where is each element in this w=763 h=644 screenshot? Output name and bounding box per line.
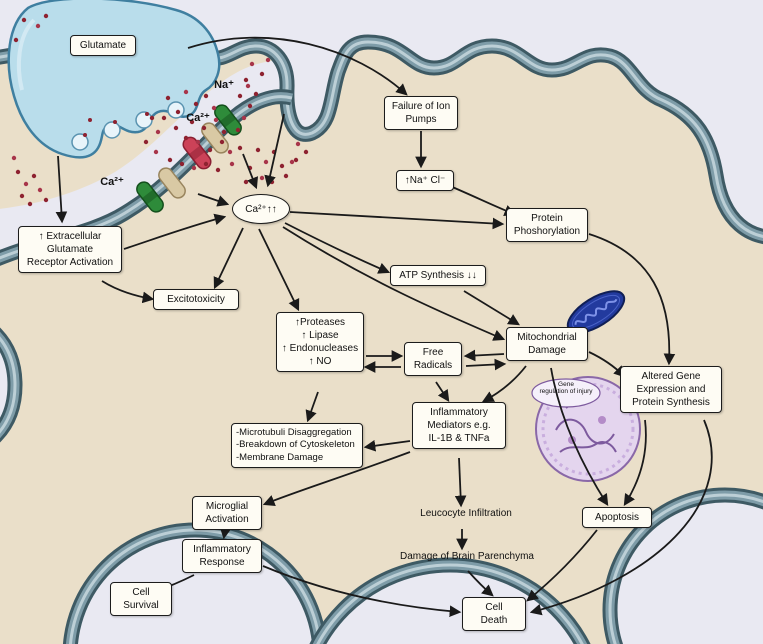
microtubuli-damage-node: -Microtubuli Disaggregation -Breakdown o… bbox=[231, 423, 363, 469]
cell-survival-node: Cell Survival bbox=[110, 582, 172, 616]
atp-synthesis-node: ATP Synthesis ↓↓ bbox=[390, 265, 486, 286]
vesicle-icon bbox=[103, 121, 121, 139]
proteases-node: ↑Proteases ↑ Lipase ↑ Endonucleases ↑ NO bbox=[276, 312, 364, 372]
vesicle-icon bbox=[135, 111, 153, 129]
ca-ion-label-1: Ca²⁺ bbox=[186, 112, 210, 124]
na-ion-label: Na⁺ bbox=[214, 79, 234, 91]
glutamate-dots bbox=[11, 13, 309, 207]
ion-channel-icon bbox=[158, 167, 186, 199]
nucleus-icon bbox=[531, 376, 641, 482]
nmda-receptor-icon bbox=[136, 181, 164, 213]
cell-death-node: Cell Death bbox=[462, 597, 526, 631]
ca-ion-label-2: Ca²⁺ bbox=[100, 176, 124, 188]
calcium-increase-node: Ca²⁺↑↑ bbox=[232, 194, 290, 224]
damage-parenchyma-label: Damage of Brain Parenchyma bbox=[400, 551, 534, 562]
inflammatory-response-node: Inflammatory Response bbox=[182, 539, 262, 573]
protein-phosphorylation-node: Protein Phoshorylation bbox=[506, 208, 588, 242]
ion-channel-icon bbox=[201, 122, 229, 154]
vesicle-icon bbox=[71, 133, 89, 151]
inflammatory-mediators-node: Inflammatory Mediators e.g. IL-1B & TNFa bbox=[412, 402, 506, 449]
leucocyte-infiltration-label: Leucocyte Infiltration bbox=[420, 508, 512, 519]
mitochondrial-damage-node: Mitochondrial Damage bbox=[506, 327, 588, 361]
pathway-arrows bbox=[55, 36, 713, 618]
microglial-activation-node: Microglial Activation bbox=[192, 496, 262, 530]
altered-gene-node: Altered Gene Expression and Protein Synt… bbox=[620, 366, 722, 413]
failure-ion-pumps-node: Failure of Ion Pumps bbox=[384, 96, 458, 130]
vesicle-icon bbox=[167, 101, 185, 119]
excitotoxicity-node: Excitotoxicity bbox=[153, 289, 239, 310]
presynaptic-terminal bbox=[7, 0, 221, 159]
glutamate-label: Glutamate bbox=[70, 35, 136, 56]
gene-regulation-label: Gene regulation of injury bbox=[539, 381, 593, 396]
free-radicals-node: Free Radicals bbox=[404, 342, 462, 376]
kainate-receptor-icon bbox=[214, 104, 242, 136]
apoptosis-node: Apoptosis bbox=[582, 507, 652, 528]
extracellular-glutamate-node: ↑ Extracellular Glutamate Receptor Activ… bbox=[18, 226, 122, 273]
na-cl-node: ↑Na⁺ Cl⁻ bbox=[396, 170, 454, 191]
